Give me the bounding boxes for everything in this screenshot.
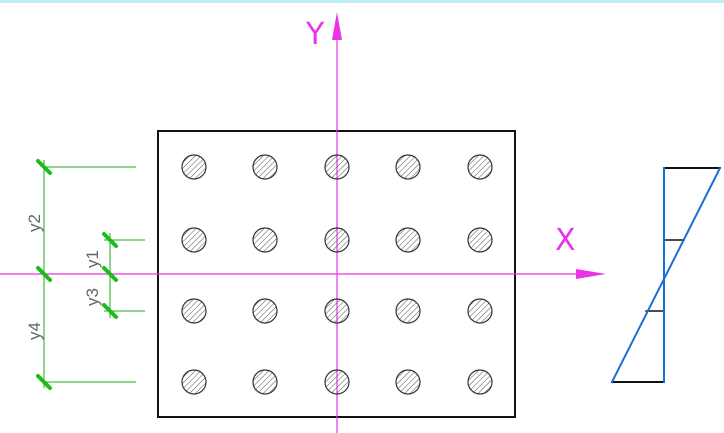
bolt-hole	[467, 154, 493, 180]
x-axis: X	[0, 223, 606, 279]
bolt-hole	[467, 227, 493, 253]
y-axis-arrow-icon	[332, 12, 342, 40]
bolt-holes	[181, 154, 493, 395]
x-axis-arrow-icon	[576, 269, 606, 279]
bolt-hole	[181, 227, 207, 253]
bolt-hole	[252, 298, 278, 324]
top-border-line	[0, 0, 724, 3]
bolt-hole	[324, 227, 350, 253]
bolt-hole	[395, 369, 421, 395]
bolt-hole	[252, 369, 278, 395]
bolt-hole	[395, 227, 421, 253]
dimension-label-y4: y4	[25, 322, 44, 340]
bolt-hole	[252, 227, 278, 253]
bolt-hole	[181, 298, 207, 324]
x-axis-label: X	[555, 223, 576, 258]
bolt-hole	[181, 154, 207, 180]
bolt-hole	[395, 154, 421, 180]
dimension-label-y2: y2	[25, 214, 44, 232]
dimension-label-y3: y3	[83, 288, 102, 306]
bolt-hole	[467, 369, 493, 395]
bolt-hole	[324, 154, 350, 180]
bolt-hole	[324, 369, 350, 395]
bolt-hole	[467, 298, 493, 324]
dimension-ticks	[36, 159, 118, 390]
dimension-label-y1: y1	[83, 250, 102, 268]
bolt-hole	[324, 298, 350, 324]
bolt-hole	[252, 154, 278, 180]
bolt-hole	[181, 369, 207, 395]
stress-distribution-diagram	[610, 166, 722, 384]
y-axis-label: Y	[305, 17, 325, 52]
stress-slope-line	[610, 166, 722, 384]
bolt-hole	[395, 298, 421, 324]
